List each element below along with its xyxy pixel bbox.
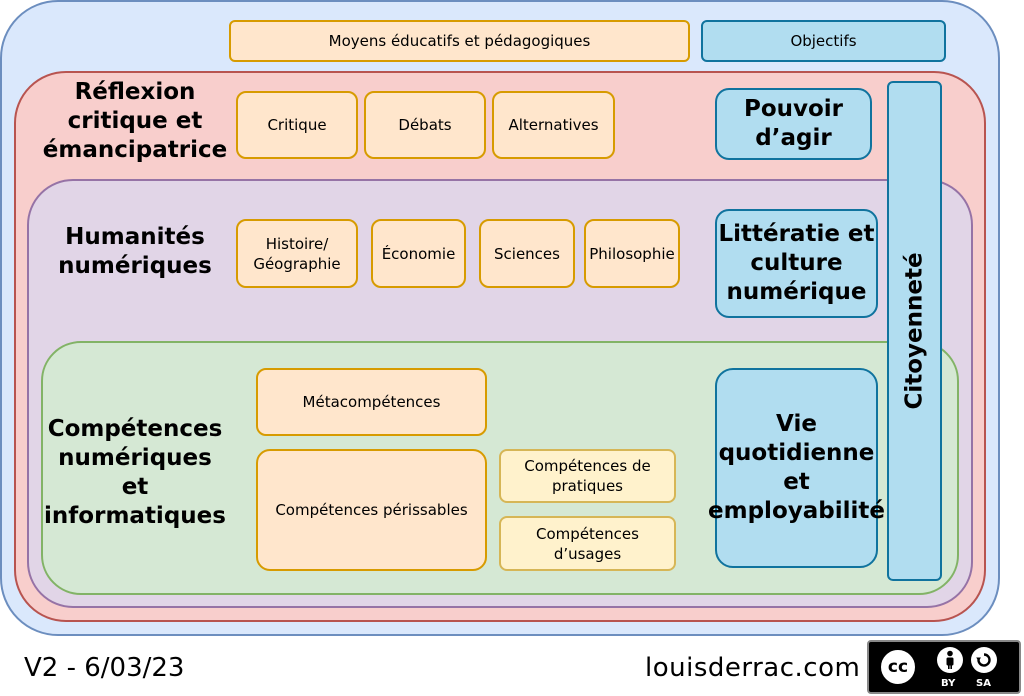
humanites-section-title: Humanités numériques bbox=[58, 224, 212, 279]
cc-license-badge[interactable]: cc BY SA bbox=[867, 640, 1021, 694]
citoyennete-bar: Citoyenneté bbox=[887, 81, 942, 581]
reflexion-section-title: Réflexion critique et émancipatrice bbox=[42, 78, 228, 163]
means-item-debats: Débats bbox=[364, 91, 486, 159]
means-item-alternatives: Alternatives bbox=[492, 91, 615, 159]
sa-share-alike-icon bbox=[971, 647, 997, 673]
cc-icon: cc bbox=[878, 647, 918, 687]
by-label: BY bbox=[941, 678, 956, 689]
means-item-philosophie: Philosophie bbox=[584, 219, 680, 288]
means-header: Moyens éducatifs et pédagogiques bbox=[229, 20, 690, 62]
version-label: V2 - 6/03/23 bbox=[24, 653, 185, 683]
goal-pouvoir-agir: Pouvoir d’agir bbox=[715, 88, 872, 160]
site-link[interactable]: louisderrac.com bbox=[645, 653, 861, 683]
objectives-header: Objectifs bbox=[701, 20, 946, 62]
means-item-sciences: Sciences bbox=[479, 219, 575, 288]
by-person-icon bbox=[937, 647, 963, 673]
sa-label: SA bbox=[976, 678, 991, 689]
means-item-competences-perissables: Compétences périssables bbox=[256, 449, 487, 571]
citoyennete-label: Citoyenneté bbox=[901, 252, 928, 410]
means-item-histoire-geographie: Histoire/ Géographie bbox=[236, 219, 358, 288]
means-item-economie: Économie bbox=[371, 219, 466, 288]
competences-section-title: Compétences numériques et informatiques bbox=[44, 416, 226, 529]
goal-vie-quotidienne-employabilite: Vie quotidienne et employabilité bbox=[708, 368, 885, 568]
goal-litteratie-culture: Littératie et culture numérique bbox=[715, 209, 878, 318]
means-item-metacompetences: Métacompétences bbox=[256, 368, 487, 436]
means-item-critique: Critique bbox=[236, 91, 358, 159]
means-item-competences-usages: Compétences d’usages bbox=[499, 516, 676, 571]
means-item-competences-pratiques: Compétences de pratiques bbox=[499, 449, 676, 503]
